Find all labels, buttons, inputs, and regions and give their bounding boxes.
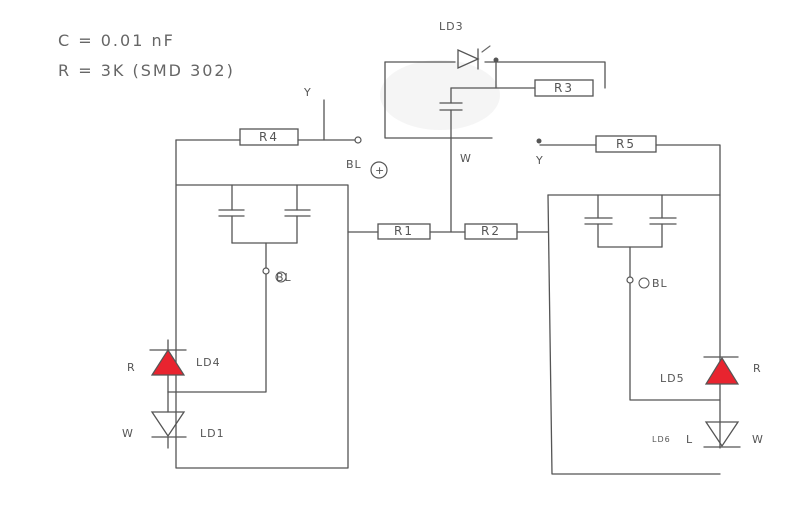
bl-top-plus: + [375,164,385,177]
right-transistor-pair [584,194,677,278]
led-ld4 [149,339,187,393]
ld1-label: LD1 [200,427,225,440]
bl-top-label: BL [346,158,362,171]
y-right-label: Y [535,154,544,167]
bl-left-dot [262,267,270,275]
r5-wire-right [655,144,721,449]
bl-top-plus-circle [370,161,388,179]
top-box-wire [384,61,493,139]
bl-top-dot [354,136,362,144]
led-ld5 [703,356,740,385]
right-circuit: R5 Y BL LD5 R [535,135,764,475]
q3-label: R3 [554,81,574,95]
w-right-label: W [752,433,764,446]
ld3-dot [493,57,499,63]
w-top-label: W [460,152,472,165]
bl-right-dot [626,276,634,284]
bl-left-wire [167,273,267,393]
resistor-note: R = 3K (SMD 302) [58,61,235,80]
bl-right-plus-icon [638,277,650,289]
bl-right-label: BL [652,277,668,290]
r1-label: R1 [394,224,414,238]
left-transistor-pair [218,184,311,269]
bl-right-wire [629,282,721,401]
resistor-r5 [595,135,657,153]
ld4-label: LD4 [196,356,221,369]
w-left-label: W [122,427,134,440]
ld6-label: LD6 [652,435,671,444]
resistor-r4 [239,128,299,146]
led-ld6 [703,421,741,448]
top-block: LD3 R3 W [384,20,606,233]
q3-wire [495,61,536,89]
left-rail [175,139,349,469]
r-left-label: R [127,361,136,374]
r2-label: R2 [481,224,501,238]
battery-top [439,87,497,139]
left-circuit: R4 Y BL + BL [122,86,388,469]
led-ld1 [150,391,187,449]
capacitor-note: C = 0.01 nF [58,31,175,50]
ld5-label: LD5 [660,372,685,385]
r-right-label: R [753,362,762,375]
right-rail [547,194,721,475]
middle-resistors: R1 R2 [347,223,549,240]
ld3-label: LD3 [439,20,464,33]
pencil-smudge [380,60,500,130]
top-wire-right [484,61,606,89]
y-right-dot [536,138,542,144]
bl-left-plus-icon [275,271,287,283]
r5-label: R5 [616,137,636,151]
bl-left-label: BL [276,271,292,284]
led-ld3 [457,45,491,70]
ld6-letter: L [686,433,693,446]
r4-label: R4 [259,130,279,144]
y-left-label: Y [303,86,312,99]
